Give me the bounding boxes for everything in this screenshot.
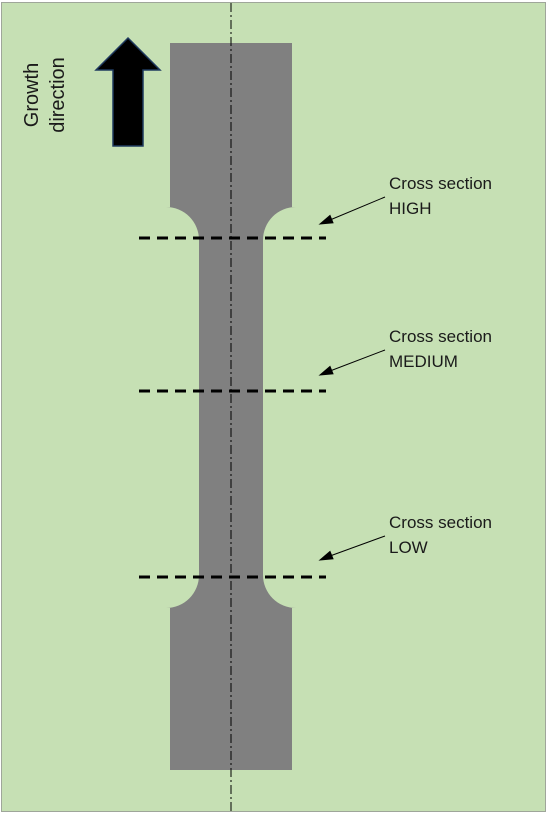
leader-line-high <box>329 196 386 221</box>
leader-arrowhead-high-icon <box>318 214 334 225</box>
cross-section-high-line2: HIGH <box>389 199 432 218</box>
leader-arrowhead-low-icon <box>318 550 334 561</box>
leader-arrowhead-medium-icon <box>318 365 334 376</box>
cross-section-medium-label: Cross section MEDIUM <box>389 324 492 374</box>
cross-section-low-label: Cross section LOW <box>389 510 492 560</box>
cross-section-medium-line2: MEDIUM <box>389 352 458 371</box>
growth-direction-label: Growth direction <box>19 57 71 133</box>
cross-section-medium-line1: Cross section <box>389 327 492 346</box>
cross-section-high-line1: Cross section <box>389 174 492 193</box>
growth-label-line1: Growth <box>21 62 43 128</box>
leader-line-low <box>329 535 386 557</box>
leader-line-medium <box>329 349 386 372</box>
cross-section-low-line1: Cross section <box>389 513 492 532</box>
cross-section-high-label: Cross section HIGH <box>389 171 492 221</box>
growth-label-line2: direction <box>47 57 69 133</box>
cross-section-low-line2: LOW <box>389 538 428 557</box>
growth-arrow-icon <box>94 36 162 147</box>
